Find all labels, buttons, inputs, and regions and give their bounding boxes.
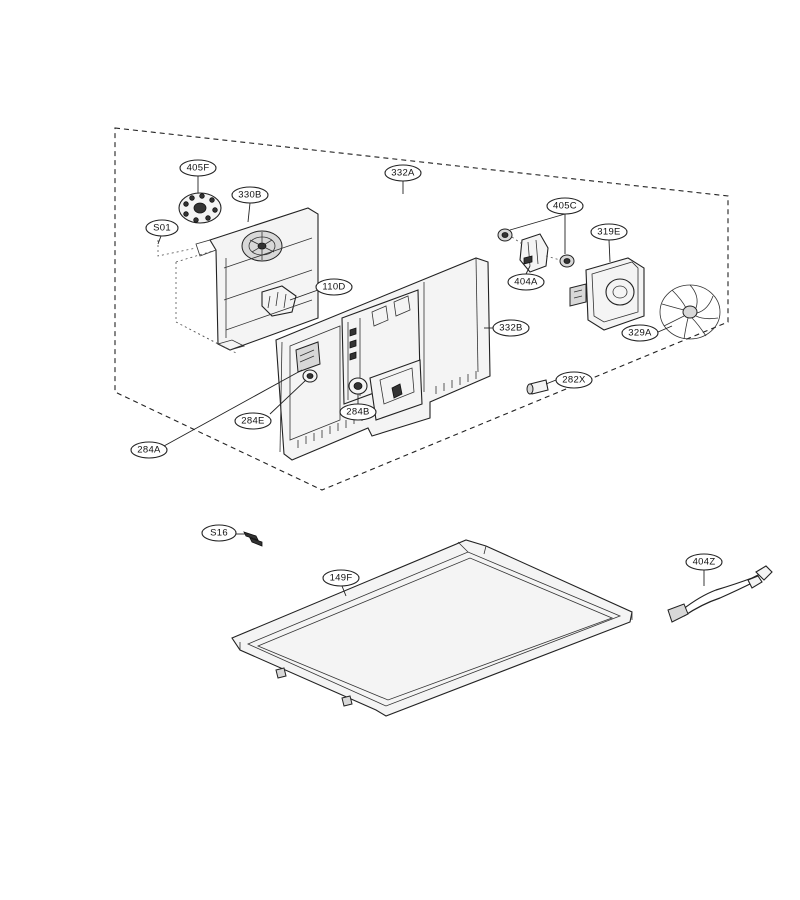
part-405C-nut <box>497 228 575 268</box>
callout-405C: 405C <box>546 197 584 215</box>
part-282X-screw <box>526 379 549 395</box>
callout-332B: 332B <box>492 319 530 337</box>
callout-S01: S01 <box>145 219 179 237</box>
svg-text:405C: 405C <box>553 201 577 212</box>
leader-S01 <box>157 235 162 245</box>
svg-text:332B: 332B <box>499 323 522 334</box>
part-329A-fan-blade <box>659 284 721 340</box>
projection-lines-S01 <box>157 240 197 257</box>
callout-284E: 284E <box>234 412 272 430</box>
part-332B-duct-panel <box>275 257 491 461</box>
svg-text:S16: S16 <box>210 528 228 539</box>
callout-319E: 319E <box>590 223 628 241</box>
part-319E-motor-housing <box>569 257 645 331</box>
callout-S16: S16 <box>201 524 237 542</box>
callout-404A: 404A <box>507 273 545 291</box>
callout-330B: 330B <box>231 186 269 204</box>
assembly-boundary <box>114 127 729 491</box>
leader-330B <box>247 202 251 223</box>
svg-text:332A: 332A <box>391 168 415 179</box>
svg-text:110D: 110D <box>322 282 345 293</box>
callout-405F: 405F <box>179 159 217 177</box>
part-404Z-wire-harness <box>667 565 773 623</box>
callout-329A: 329A <box>621 324 659 342</box>
svg-text:404Z: 404Z <box>693 557 716 568</box>
leader-110D <box>289 289 319 301</box>
callout-332A: 332A <box>384 164 422 182</box>
part-149F-shelf-frame <box>231 539 633 717</box>
svg-text:282X: 282X <box>562 375 586 386</box>
projection-lines-405C <box>511 236 561 261</box>
callout-284B: 284B <box>339 403 377 421</box>
callout-282X: 282X <box>555 371 593 389</box>
projection-lines-330B <box>175 249 239 355</box>
svg-text:404A: 404A <box>514 277 538 288</box>
leader-282X <box>545 379 557 385</box>
leader-319E <box>608 239 611 263</box>
leader-405C <box>509 213 566 254</box>
leader-284A <box>163 369 303 447</box>
leader-329A <box>657 325 673 333</box>
svg-text:284A: 284A <box>137 445 161 456</box>
leader-149F <box>341 585 347 597</box>
svg-text:149F: 149F <box>330 573 353 584</box>
part-405F-grille-disc <box>178 192 222 224</box>
part-404A-fan-motor <box>519 233 549 273</box>
leader-284E <box>269 379 307 415</box>
svg-text:S01: S01 <box>153 223 171 234</box>
part-330B-cover-plate <box>195 207 319 351</box>
svg-text:330B: 330B <box>238 190 261 201</box>
svg-text:319E: 319E <box>597 227 620 238</box>
callout-284A: 284A <box>130 441 168 459</box>
callout-404Z: 404Z <box>685 553 723 571</box>
svg-text:329A: 329A <box>628 328 652 339</box>
svg-text:405F: 405F <box>187 163 210 174</box>
leader-404A <box>525 265 531 275</box>
svg-text:284B: 284B <box>346 407 369 418</box>
svg-text:284E: 284E <box>241 416 264 427</box>
callout-110D: 110D <box>315 278 353 296</box>
callout-149F: 149F <box>322 569 360 587</box>
